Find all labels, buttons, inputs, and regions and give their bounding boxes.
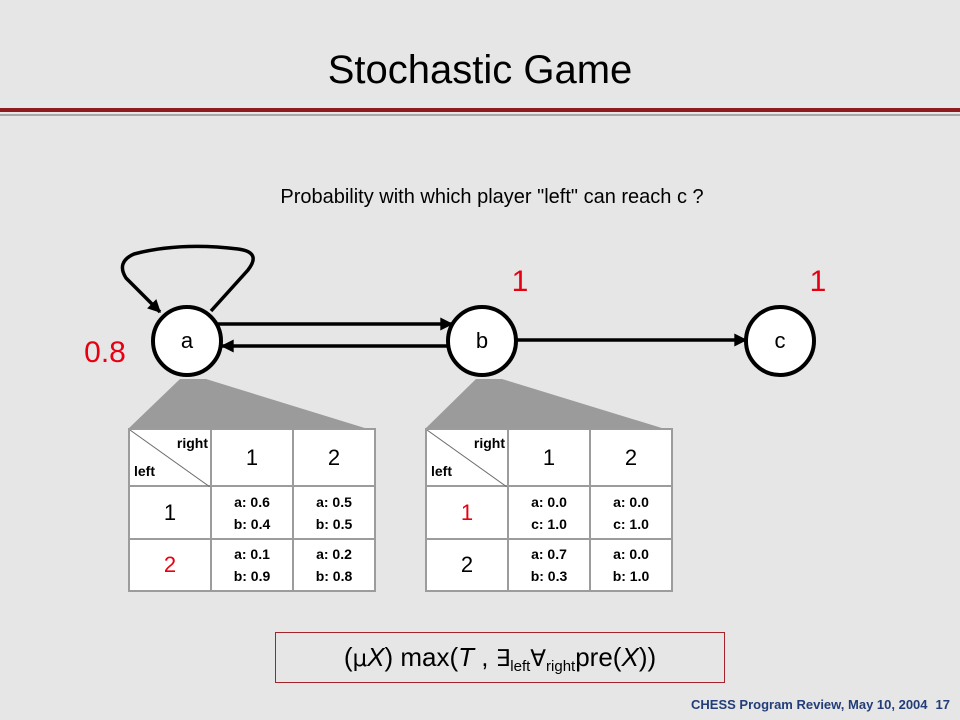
formula-variable: X <box>367 642 385 672</box>
cell-line: a: 0.6 <box>234 493 270 510</box>
title-rule-red <box>0 108 960 112</box>
formula-open: ( <box>343 642 353 672</box>
edge-a-to-a-loop <box>120 244 255 314</box>
cell-line: c: 1.0 <box>613 515 649 532</box>
matrix-cell: a: 0.0 c: 1.0 <box>507 485 591 540</box>
table-row: 1 a: 0.6 b: 0.4 a: 0.5 b: 0.5 <box>128 485 376 540</box>
question-text: Probability with which player "left" can… <box>280 186 704 208</box>
matrix-node-b: right left 1 2 1 a: 0.0 c: 1.0 a: 0.0 c:… <box>425 428 673 592</box>
matrix-cell: a: 0.0 c: 1.0 <box>589 485 673 540</box>
formula-comma: , <box>474 642 496 672</box>
cell-line: a: 0.0 <box>613 546 649 562</box>
matrix-cell: a: 0.1 b: 0.9 <box>210 538 294 592</box>
fan-node-b <box>425 379 665 429</box>
corner-label-left: left <box>431 463 452 479</box>
cell-line: b: 0.3 <box>530 568 568 584</box>
page-number: 17 <box>935 697 950 712</box>
table-row: 2 a: 0.7 b: 0.3 a: 0.0 b: 1.0 <box>425 538 673 592</box>
matrix-cell: a: 0.7 b: 0.3 <box>507 538 591 592</box>
formula-pre: pre( <box>575 642 622 672</box>
forall-symbol: ∀ <box>530 646 547 672</box>
node-a-value: 0.8 <box>84 336 126 369</box>
node-b-label: b <box>476 328 488 353</box>
formula-target: T <box>458 642 475 672</box>
row-header-highlighted: 2 <box>128 538 212 592</box>
node-a-label: a <box>181 328 194 353</box>
cell-line: b: 0.4 <box>233 515 271 532</box>
cell-line: b: 0.9 <box>233 568 271 584</box>
footer-text: CHESS Program Review, May 10, 2004 <box>691 697 928 712</box>
matrix-corner: right left <box>128 428 212 487</box>
node-a: a <box>151 305 223 377</box>
cell-line: a: 0.0 <box>531 493 567 510</box>
matrix-cell: a: 0.2 b: 0.8 <box>292 538 376 592</box>
node-c: c <box>744 305 816 377</box>
cell-line: b: 0.5 <box>315 515 353 532</box>
matrix-corner: right left <box>425 428 509 487</box>
table-row: 2 a: 0.1 b: 0.9 a: 0.2 b: 0.8 <box>128 538 376 592</box>
corner-label-left: left <box>134 463 155 479</box>
formula-variable-2: X <box>621 642 639 672</box>
cell-line: a: 0.7 <box>531 546 567 562</box>
matrix-cell: a: 0.5 b: 0.5 <box>292 485 376 540</box>
exists-subscript: left <box>510 658 531 675</box>
node-b-circle <box>446 305 518 377</box>
mu-symbol: μ <box>352 646 368 672</box>
forall-subscript: right <box>546 658 576 675</box>
title-rule-gray <box>0 114 960 116</box>
cell-line: a: 0.0 <box>613 493 649 510</box>
column-header: 2 <box>292 428 376 487</box>
matrix-cell: a: 0.0 b: 1.0 <box>589 538 673 592</box>
table-row: 1 a: 0.0 c: 1.0 a: 0.0 c: 1.0 <box>425 485 673 540</box>
matrix-cell: a: 0.6 b: 0.4 <box>210 485 294 540</box>
corner-diagonal <box>130 430 210 487</box>
matrix-node-a: right left 1 2 1 a: 0.6 b: 0.4 a: 0.5 b:… <box>128 428 376 592</box>
column-header: 1 <box>507 428 591 487</box>
row-header: 1 <box>128 485 212 540</box>
cell-line: b: 1.0 <box>612 568 650 584</box>
node-b-value: 1 <box>512 265 529 298</box>
node-b: b <box>446 305 518 377</box>
corner-diagonal <box>427 430 507 487</box>
node-c-value: 1 <box>810 265 827 298</box>
footer: CHESS Program Review, May 10, 2004 17 <box>691 697 950 713</box>
cell-line: b: 0.8 <box>315 568 353 584</box>
formula-close: )) <box>638 642 657 672</box>
formula-max: ) max( <box>384 642 459 672</box>
node-c-circle <box>744 305 816 377</box>
cell-line: a: 0.5 <box>316 493 352 510</box>
column-header: 1 <box>210 428 294 487</box>
corner-label-right: right <box>176 435 208 451</box>
formula-box: (μX) max(T , ∃left∀rightpre(X)) <box>275 632 725 683</box>
corner-label-right: right <box>473 435 505 451</box>
exists-symbol: ∃ <box>495 646 511 672</box>
node-a-circle <box>151 305 223 377</box>
cell-line: a: 0.1 <box>234 546 270 562</box>
fan-node-a <box>128 379 368 429</box>
cell-line: a: 0.2 <box>316 546 352 562</box>
row-header: 2 <box>425 538 509 592</box>
slide-title: Stochastic Game <box>327 48 633 92</box>
column-header: 2 <box>589 428 673 487</box>
node-c-label: c <box>775 328 786 353</box>
cell-line: c: 1.0 <box>531 515 567 532</box>
row-header-highlighted: 1 <box>425 485 509 540</box>
